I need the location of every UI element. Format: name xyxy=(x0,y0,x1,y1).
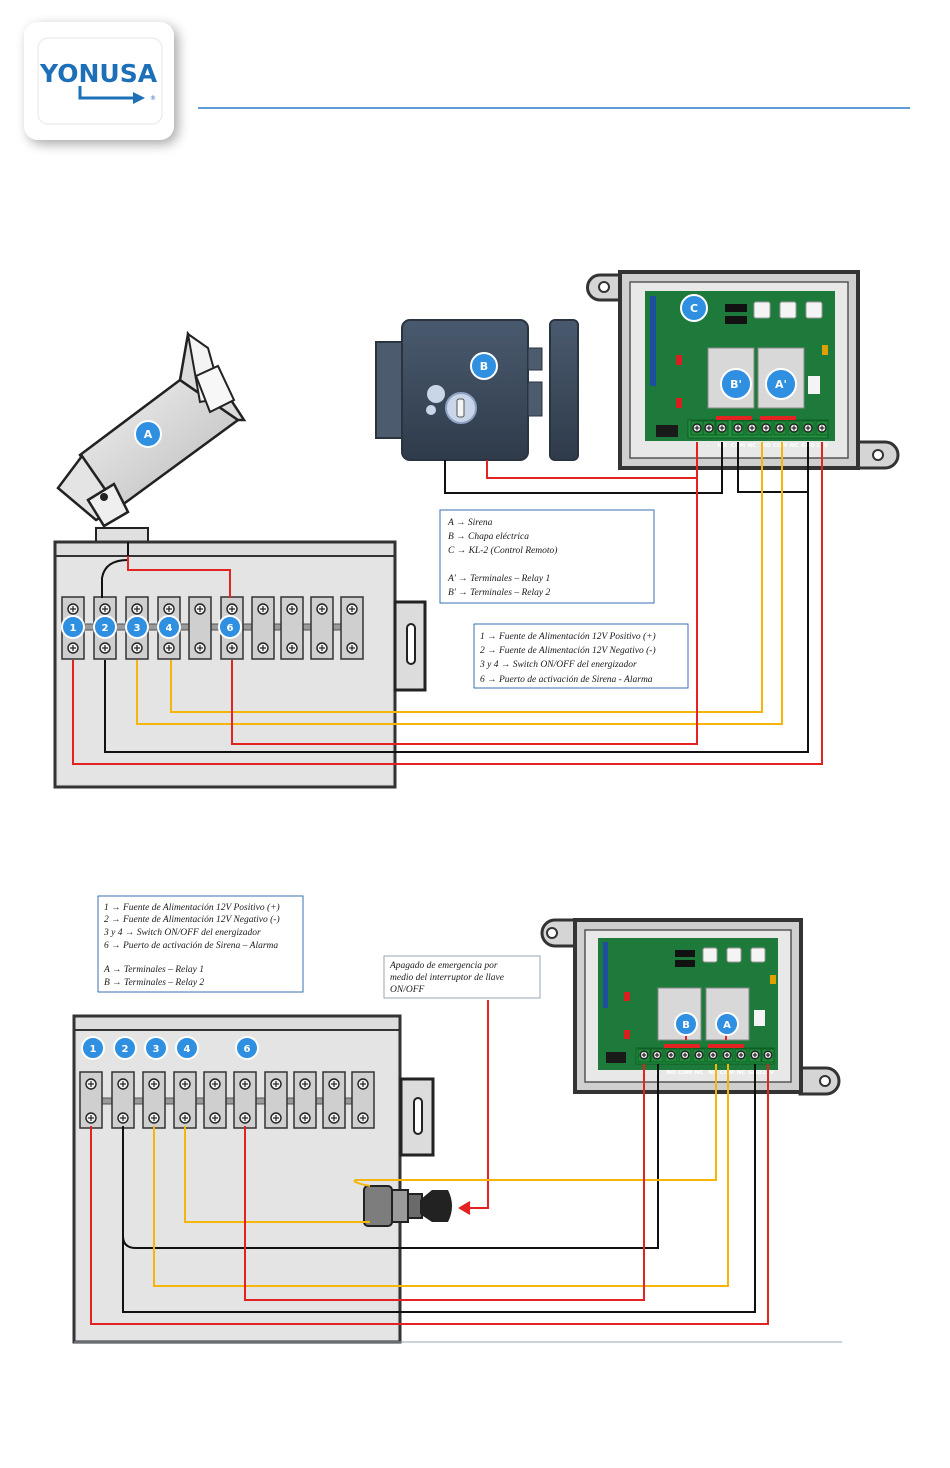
legend-line: A → Terminales – Relay 1 xyxy=(103,965,204,975)
diagram-2: 1 → Fuente de Alimentación 12V Positivo … xyxy=(72,895,842,1344)
bubble-b-prime: B' xyxy=(720,368,752,400)
terminal-block xyxy=(310,596,334,660)
svg-text:4: 4 xyxy=(166,623,173,634)
brand-logo: YONUSA ® xyxy=(24,22,174,140)
svg-text:3: 3 xyxy=(134,623,141,634)
terminal-block xyxy=(173,1071,197,1129)
svg-text:C: C xyxy=(690,302,698,315)
board-terminal-label: - xyxy=(708,443,710,449)
legend-line: B → Chapa eléctrica xyxy=(448,532,529,542)
siren-a xyxy=(56,330,247,543)
terminal-block xyxy=(142,1071,166,1129)
legend-line: 3 y 4 → Switch ON/OFF del energizador xyxy=(479,660,637,670)
terminal-block xyxy=(280,596,304,660)
svg-text:ON/OFF: ON/OFF xyxy=(390,985,425,995)
board-terminal-label: COM xyxy=(773,443,787,449)
board-terminal-label: NC xyxy=(695,1070,704,1076)
board-terminal-label: NC xyxy=(790,443,799,449)
terminal-block xyxy=(322,1071,346,1129)
svg-text:2: 2 xyxy=(122,1044,129,1055)
svg-text:A: A xyxy=(144,428,153,441)
terminal-number-badge: 6 xyxy=(218,615,242,639)
legend-line: 2 → Fuente de Alimentación 12V Negativo … xyxy=(104,914,280,925)
terminal-number-badge: 4 xyxy=(157,615,181,639)
board-terminal-label: NC xyxy=(737,1070,746,1076)
key-switch-icon xyxy=(363,1185,452,1227)
svg-text:6: 6 xyxy=(244,1044,251,1055)
legend-line: 1 → Fuente de Alimentación 12V Positivo … xyxy=(104,902,280,913)
legend-terminals: 1 → Fuente de Alimentación 12V Positivo … xyxy=(473,623,689,689)
terminal-number-badge: 2 xyxy=(113,1036,137,1060)
terminal-number-badge: 2 xyxy=(93,615,117,639)
registered-mark: ® xyxy=(150,95,156,102)
legend-line: A → Sirena xyxy=(447,518,493,528)
legend-line: C → KL-2 (Control Remoto) xyxy=(448,545,557,556)
terminal-block xyxy=(340,596,364,660)
terminal-block xyxy=(233,1071,257,1129)
board-terminal-label: NO xyxy=(761,443,771,449)
terminal-block xyxy=(351,1071,375,1129)
svg-text:1: 1 xyxy=(90,1044,97,1055)
energizer-box xyxy=(53,540,427,789)
legend-line: 6 → Puerto de activación de Sirena – Ala… xyxy=(104,941,278,951)
legend-2: 1 → Fuente de Alimentación 12V Positivo … xyxy=(97,895,304,993)
svg-text:A: A xyxy=(723,1020,731,1031)
wires-diagram-1 xyxy=(72,442,823,765)
terminal-number-badge: 1 xyxy=(61,615,85,639)
svg-text:A': A' xyxy=(775,378,787,391)
wires-diagram-2 xyxy=(90,1000,769,1325)
terminal-block xyxy=(188,596,212,660)
terminal-number-badge: 3 xyxy=(144,1036,168,1060)
board-terminal-label: NO xyxy=(666,1070,676,1076)
label-bubbles-2: B A xyxy=(674,1012,739,1036)
svg-text:B': B' xyxy=(730,378,742,391)
terminal-block xyxy=(203,1071,227,1129)
svg-text:3: 3 xyxy=(153,1044,160,1055)
bubble-a-relay: A xyxy=(715,1012,739,1036)
bubble-a-prime: A' xyxy=(765,368,797,400)
terminal-number-badge: 4 xyxy=(175,1036,199,1060)
legend-line: A' → Terminales – Relay 1 xyxy=(447,574,550,584)
terminal-block xyxy=(293,1071,317,1129)
terminal-block xyxy=(264,1071,288,1129)
svg-text:2: 2 xyxy=(102,623,109,634)
legend-line: 1 → Fuente de Alimentación 12V Positivo … xyxy=(480,631,656,642)
electric-lock-b xyxy=(375,319,579,461)
legend-line: B → Terminales – Relay 2 xyxy=(104,978,204,988)
terminal-number-badge: 3 xyxy=(125,615,149,639)
svg-text:B: B xyxy=(480,360,488,373)
terminal-block xyxy=(79,1071,103,1129)
terminal-block xyxy=(111,1071,135,1129)
label-bubbles-1: A B C B' A' xyxy=(134,294,797,448)
svg-text:6: 6 xyxy=(227,623,234,634)
svg-text:4: 4 xyxy=(184,1044,191,1055)
bubble-a: A xyxy=(134,420,162,448)
svg-text:1: 1 xyxy=(70,623,77,634)
logo-arrow-icon xyxy=(78,86,135,100)
terminal-block xyxy=(251,596,275,660)
energizer-box-2 xyxy=(72,1014,435,1344)
bubble-b: B xyxy=(470,352,498,380)
legend-line: 6 → Puerto de activación de Sirena - Ala… xyxy=(480,675,653,685)
bubble-c: C xyxy=(680,294,708,322)
svg-text:B: B xyxy=(682,1020,690,1031)
legend-devices: A → Sirena B → Chapa eléctrica C → KL-2 … xyxy=(439,509,655,604)
logo-arrowhead-icon xyxy=(133,92,145,104)
emergency-note: Apagado de emergencia por medio del inte… xyxy=(383,955,541,999)
terminal-number-badge: 1 xyxy=(81,1036,105,1060)
legend-line: 3 y 4 → Switch ON/OFF del energizador xyxy=(103,928,261,938)
terminal-number-badge: 6 xyxy=(235,1036,259,1060)
board-terminal-label: NC xyxy=(748,443,757,449)
board-terminal-label: COM xyxy=(678,1070,692,1076)
board-terminal-label: NO xyxy=(708,1070,718,1076)
svg-text:medio del interruptor de llave: medio del interruptor de llave xyxy=(390,973,504,983)
svg-text:Apagado de emergencia por: Apagado de emergencia por xyxy=(389,961,498,971)
legend-line: B' → Terminales – Relay 2 xyxy=(448,588,550,598)
legend-line: 2 → Fuente de Alimentación 12V Negativo … xyxy=(480,645,656,656)
bubble-b-relay: B xyxy=(674,1012,698,1036)
logo-wordmark: YONUSA xyxy=(39,59,158,88)
